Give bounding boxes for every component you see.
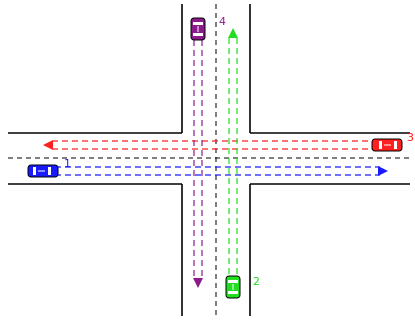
vehicle-3-windshield xyxy=(379,141,382,149)
vehicle-4-car xyxy=(190,17,206,41)
lane-dividers xyxy=(8,4,410,316)
road-edges xyxy=(8,4,410,316)
vehicle-1-windshield xyxy=(48,167,51,175)
vehicle-2-arrowhead xyxy=(228,28,238,38)
vehicle-1-rear-window xyxy=(33,167,36,175)
vehicle-4-arrowhead xyxy=(193,278,203,288)
vehicle-4-path xyxy=(193,30,203,278)
vehicle-4-label: 4 xyxy=(219,15,226,28)
vehicle-3-label: 3 xyxy=(407,131,414,144)
vehicle-2-label: 2 xyxy=(253,275,260,288)
vehicle-2-path xyxy=(228,38,238,292)
vehicle-2-car xyxy=(225,275,241,299)
vehicle-2-rear-window xyxy=(228,291,238,294)
vehicle-2-windshield xyxy=(228,280,238,283)
vehicle-1-path xyxy=(35,166,380,176)
vehicle-4-rear-window xyxy=(193,33,203,36)
vehicle-3-rear-window xyxy=(394,141,397,149)
vehicle-1-arrowhead xyxy=(378,166,388,176)
vehicle-3-arrowhead xyxy=(43,140,53,150)
vehicle-1-car xyxy=(27,164,59,178)
vehicle-4-windshield xyxy=(193,22,203,25)
vehicle-3-car xyxy=(371,138,403,152)
vehicle-3-path xyxy=(50,140,398,150)
vehicle-1-label: 1 xyxy=(64,157,71,170)
